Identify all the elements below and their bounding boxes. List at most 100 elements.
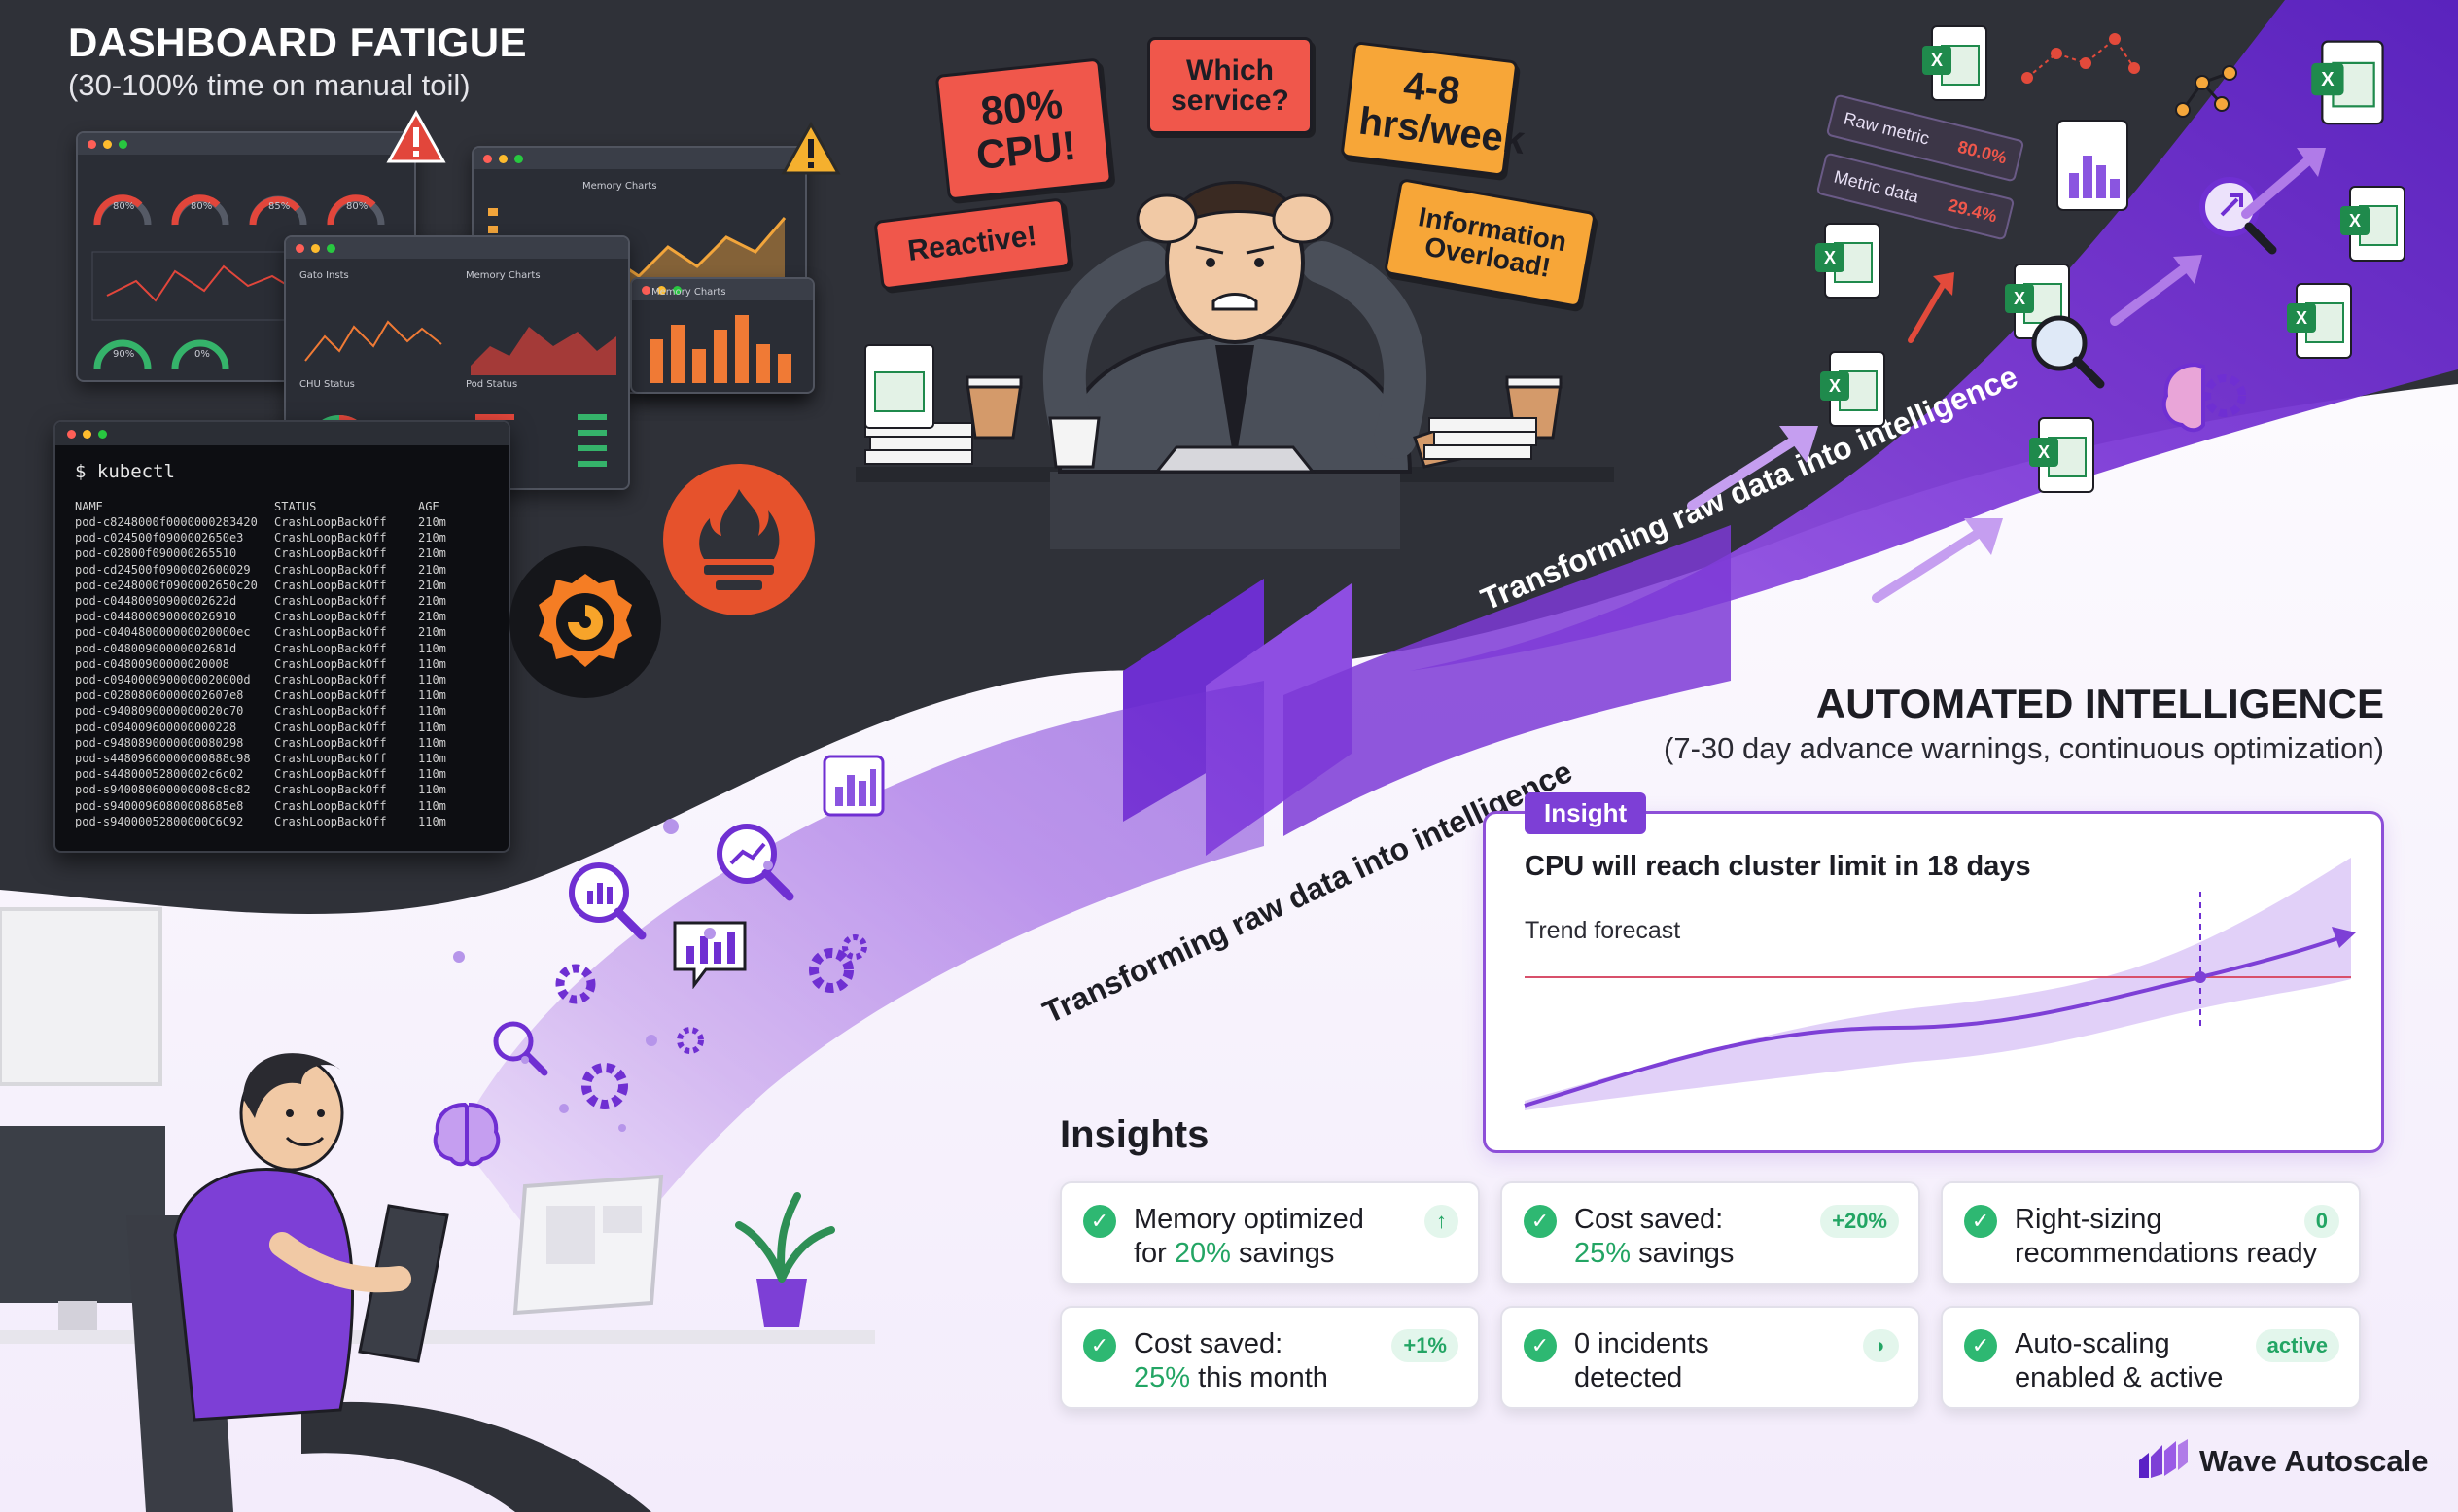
- terminal-cell: 110m: [418, 641, 446, 655]
- terminal-cell: 210m: [418, 594, 446, 609]
- spreadsheet-icon: X: [2029, 417, 2094, 493]
- automated-intelligence-subtitle: (7-30 day advance warnings, continuous o…: [1664, 731, 2384, 765]
- insight-tile[interactable]: ✓ Cost saved:25% savings +20%: [1500, 1181, 1920, 1284]
- terminal-cell: pod-s94000960800008685e8: [75, 798, 244, 813]
- terminal-cell: pod-c094009600000000228: [75, 720, 237, 734]
- insight-tile[interactable]: ✓Cost saved:25% this month+1%: [1060, 1306, 1480, 1409]
- insight-card[interactable]: Insight CPU will reach cluster limit in …: [1483, 792, 2384, 1153]
- insight-line1: Cost saved:: [1134, 1328, 1283, 1359]
- terminal-cell: pod-ce248000f0900002650c20: [75, 578, 258, 592]
- terminal-row: pod-c8248000f0000000283420 CrashLoopBackO…: [75, 514, 503, 530]
- terminal-cell: CrashLoopBackOff: [274, 704, 387, 719]
- terminal-cell: 210m: [418, 562, 446, 577]
- insight-line2: detected: [1574, 1361, 1709, 1395]
- terminal-cell: 110m: [418, 704, 446, 719]
- flow-particles: [453, 819, 773, 1132]
- terminal-cell: CrashLoopBackOff: [274, 625, 387, 640]
- terminal-cell: CrashLoopBackOff: [274, 656, 387, 671]
- terminal-cell: CrashLoopBackOff: [274, 688, 387, 703]
- metric-value: 29.4%: [1946, 194, 1999, 227]
- trend-arrow-head: [2332, 927, 2356, 948]
- reactive-text: Reactive!: [905, 220, 1039, 268]
- terminal-cell: pod-c8248000f0000000283420: [75, 515, 258, 529]
- spreadsheet-icon: X: [2311, 40, 2384, 125]
- hours-per-week-bubble: 4-8 hrs/week: [1340, 41, 1527, 177]
- terminal-cell: CrashLoopBackOff: [274, 767, 387, 782]
- cpu-alert-text: 80% CPU!: [973, 80, 1078, 179]
- arrow-icon: [1872, 518, 2003, 603]
- terminal-cell: CrashLoopBackOff: [274, 610, 387, 624]
- bar-chart-document-icon: [2056, 120, 2128, 211]
- terminal-cell: CrashLoopBackOff: [274, 515, 387, 529]
- terminal-cell: pod-s940080600000008c8c82: [75, 783, 251, 797]
- magnifier-trend-icon: [717, 824, 794, 901]
- terminal-cell: pod-s44800052800002c6c02: [75, 767, 244, 782]
- insight-badge: +20%: [1820, 1205, 1899, 1238]
- insight-text: enabled & active: [2015, 1362, 2224, 1393]
- insight-badge: 0: [2303, 1205, 2339, 1238]
- terminal-cell: pod-c04800900000002681d: [75, 641, 237, 655]
- information-overload-text: Information Overload!: [1416, 200, 1569, 283]
- forecast-confidence-band: [1525, 858, 2351, 1110]
- terminal-header: STATUS: [274, 500, 317, 513]
- insight-line2: 25% this month: [1134, 1361, 1328, 1395]
- insight-text: savings: [1631, 1238, 1735, 1269]
- terminal-cell: CrashLoopBackOff: [274, 531, 387, 545]
- brand-name: Wave Autoscale: [2199, 1444, 2429, 1478]
- spreadsheet-icon: X: [1922, 25, 1987, 101]
- network-graph-icon: [2021, 33, 2140, 84]
- terminal-headers: NAME STATUS AGE: [75, 500, 503, 513]
- spreadsheet-icon: X: [2340, 186, 2405, 262]
- warning-icon: [781, 122, 841, 175]
- bar-chart-icon: [823, 755, 885, 817]
- terminal-cell: pod-c9480890000000080298: [75, 735, 244, 750]
- insight-text: recommendations ready: [2015, 1238, 2318, 1269]
- dashboard-fatigue-title: DASHBOARD FATIGUE: [68, 19, 528, 65]
- svg-text:X: X: [2038, 442, 2050, 462]
- svg-text:X: X: [1829, 376, 1841, 396]
- insight-badge: ◗: [1862, 1329, 1899, 1362]
- magnifier-rocket-icon: [2199, 177, 2277, 255]
- check-circle-icon: ✓: [1964, 1329, 1997, 1362]
- gauge-value: 80%: [113, 201, 135, 212]
- spreadsheet-icon: X: [1815, 223, 1880, 299]
- insight-line1: Cost saved:: [1574, 1204, 1724, 1235]
- panel-title: Pod Status: [466, 379, 518, 390]
- gauge-value: 90%: [113, 349, 135, 360]
- trend-forecast-chart: [1524, 858, 2356, 1110]
- check-circle-icon: ✓: [1083, 1329, 1116, 1362]
- terminal-cell: 210m: [418, 610, 446, 624]
- terminal-cell: 110m: [418, 720, 446, 734]
- terminal-row: pod-s94000960800008685e8 CrashLoopBackOff…: [75, 798, 503, 814]
- terminal-cell: CrashLoopBackOff: [274, 814, 387, 828]
- arrow-icon: [2110, 255, 2202, 326]
- panel-title: CHU Status: [299, 379, 355, 390]
- terminal-cell: CrashLoopBackOff: [274, 578, 387, 592]
- gear-icon: [581, 1063, 628, 1109]
- terminal-cell: CrashLoopBackOff: [274, 546, 387, 561]
- terminal-cell: pod-c044800090000026910: [75, 610, 237, 624]
- check-circle-icon: ✓: [1524, 1205, 1557, 1238]
- terminal-cell: CrashLoopBackOff: [274, 798, 387, 813]
- terminal-cell: CrashLoopBackOff: [274, 752, 387, 766]
- terminal-cell: 110m: [418, 783, 446, 797]
- terminal-cell: 110m: [418, 735, 446, 750]
- svg-text:X: X: [2014, 289, 2025, 308]
- svg-text:X: X: [2296, 308, 2307, 328]
- insight-line2: 25% savings: [1574, 1237, 1734, 1271]
- terminal-cell: 110m: [418, 798, 446, 813]
- insight-headline: CPU will reach cluster limit in 18 days: [1525, 851, 2031, 882]
